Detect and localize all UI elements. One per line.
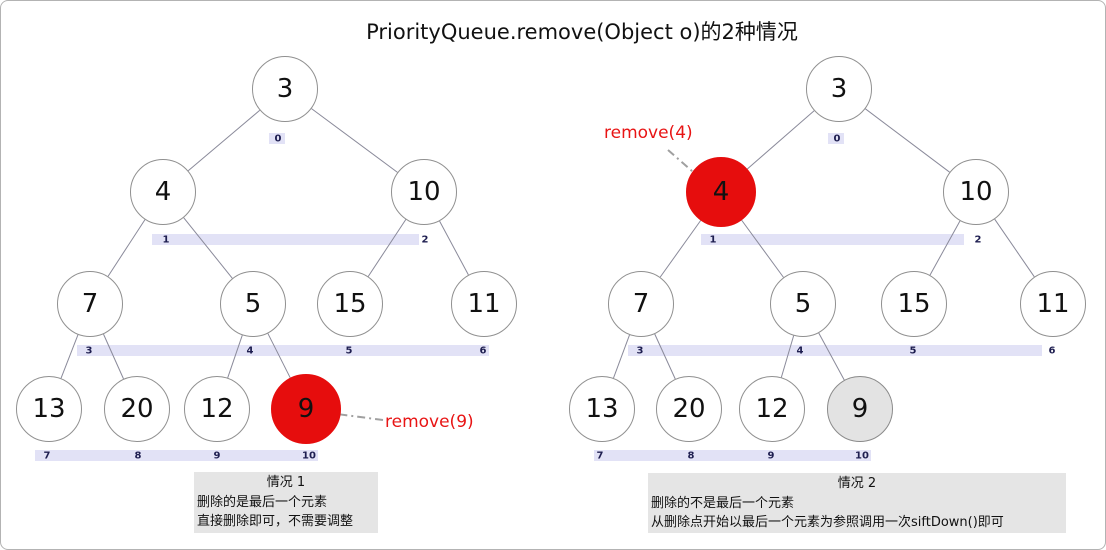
case-1-tree-edge-1-4 xyxy=(183,217,233,279)
case-2-tree-edge-2-6 xyxy=(994,218,1035,278)
case-2-tree-index-band xyxy=(594,450,871,461)
case-1-tree-index-label-1: 1 xyxy=(162,234,170,245)
case-2-tree-node-12: 12 xyxy=(739,376,805,442)
case-2-tree-index-label-6: 6 xyxy=(1048,345,1056,356)
case-2-tree-node-3: 3 xyxy=(806,56,872,122)
case-2-tree-edge-4-9 xyxy=(780,335,795,378)
case-1-tree-edge-0-1 xyxy=(187,109,261,172)
case-1-tree-annotation-arrow-line xyxy=(336,413,384,421)
case-1-tree-node-7: 7 xyxy=(57,271,123,337)
case-1-tree-edge-3-8 xyxy=(103,333,124,380)
case-2-tree-edge-0-1 xyxy=(745,110,815,171)
case-2-tree-index-label-1: 1 xyxy=(709,234,717,245)
case-2-tree-index-label-5: 5 xyxy=(909,345,917,356)
case-2-tree-node-9: 9 xyxy=(827,376,893,442)
case-1-caption: 情况 1 删除的是最后一个元素 直接删除即可，不需要调整 xyxy=(194,472,378,533)
case-2-tree-index-label-7: 7 xyxy=(596,450,604,461)
case-1-tree-node-15: 15 xyxy=(317,271,383,337)
case-2-tree-edge-0-2 xyxy=(865,108,950,173)
case-1-tree-edge-3-7 xyxy=(60,334,79,379)
case-1-tree-node-13: 13 xyxy=(16,376,82,442)
case-2-tree-node-10: 10 xyxy=(943,159,1009,225)
case-2-tree-node-7: 7 xyxy=(608,271,674,337)
case-2-tree-node-5: 5 xyxy=(770,271,836,337)
case-1-tree-node-11: 11 xyxy=(451,271,517,337)
case-2-tree-edge-2-5 xyxy=(929,220,961,276)
case-1-tree-node-5: 5 xyxy=(220,271,286,337)
case-2-tree-index-label-2: 2 xyxy=(974,234,982,245)
case-1-tree-index-label-2: 2 xyxy=(421,234,429,245)
case-2-tree-edge-1-3 xyxy=(659,218,703,278)
case-1-tree-edge-2-5 xyxy=(367,219,407,277)
case-2-tree-edge-3-8 xyxy=(654,333,676,380)
case-2-line2: 从删除点开始以最后一个元素为参照调用一次siftDown()即可 xyxy=(651,515,1004,530)
case-1-tree-index-label-4: 4 xyxy=(246,345,254,356)
case-2-tree-annotation-arrow-line xyxy=(667,149,701,179)
case-1-line2: 直接删除即可，不需要调整 xyxy=(197,514,354,529)
case-2-tree-node-15: 15 xyxy=(881,271,947,337)
case-2-tree-index-label-8: 8 xyxy=(687,450,695,461)
case-1-tree-index-label-5: 5 xyxy=(345,345,353,356)
case-1-tree-node-20: 20 xyxy=(104,376,170,442)
case-1-tree-node-3: 3 xyxy=(252,56,318,122)
case-2-tree-index-label-3: 3 xyxy=(636,345,644,356)
case-2-tree-edge-1-4 xyxy=(740,218,784,278)
case-1-tree-node-12: 12 xyxy=(184,376,250,442)
case-2-tree-index-label-9: 9 xyxy=(767,450,775,461)
case-1-tree-edge-1-3 xyxy=(107,219,146,277)
remove-4-annotation: remove(4) xyxy=(604,123,693,143)
case-2-tree-node-13: 13 xyxy=(569,376,635,442)
case-1-tree-index-label-7: 7 xyxy=(43,450,51,461)
case-2-tree-index-label-4: 4 xyxy=(796,345,804,356)
case-2-tree-edge-3-7 xyxy=(613,334,630,379)
case-1-tree-index-label-6: 6 xyxy=(479,345,487,356)
remove-9-annotation: remove(9) xyxy=(385,412,474,432)
case-1-tree-index-label-0: 0 xyxy=(274,133,282,144)
case-1-line1: 删除的是最后一个元素 xyxy=(197,494,328,510)
case-2-tree-node-20: 20 xyxy=(656,376,722,442)
case-1-tree-index-band xyxy=(152,234,419,245)
case-1-tree-index-band xyxy=(77,345,489,356)
case-2-tree-index-label-10: 10 xyxy=(855,450,869,461)
case-1-tree-node-9: 9 xyxy=(271,374,341,444)
case-2-tree-node-4: 4 xyxy=(686,157,756,227)
case-1-tree-index-band xyxy=(269,133,285,144)
case-2-line1: 删除的不是最后一个元素 xyxy=(651,495,795,511)
case-1-tree-edge-2-6 xyxy=(439,220,469,276)
case-2-tree-index-label-0: 0 xyxy=(833,133,841,144)
case-1-tree-index-label-8: 8 xyxy=(134,450,142,461)
case-1-tree-index-label-9: 9 xyxy=(213,450,221,461)
case-1-tree-edge-4-10 xyxy=(267,333,292,380)
case-1-heading: 情况 1 xyxy=(266,475,306,490)
case-1-tree-node-10: 10 xyxy=(391,159,457,225)
case-1-tree-index-band xyxy=(35,450,318,461)
case-2-tree-index-band xyxy=(628,345,1042,356)
case-1-tree-node-4: 4 xyxy=(130,159,196,225)
case-1-tree-index-label-10: 10 xyxy=(302,450,316,461)
case-2-heading: 情况 2 xyxy=(837,476,877,491)
case-2-tree-index-band xyxy=(828,133,844,144)
case-1-tree-edge-0-2 xyxy=(311,108,398,173)
case-2-caption: 情况 2 删除的不是最后一个元素 从删除点开始以最后一个元素为参照调用一次sif… xyxy=(648,473,1066,533)
case-1-tree-index-label-3: 3 xyxy=(85,345,93,356)
case-2-tree-index-band xyxy=(701,234,964,245)
case-1-tree-edge-4-9 xyxy=(227,335,243,378)
case-2-tree-node-11: 11 xyxy=(1020,271,1086,337)
case-2-tree-edge-4-10 xyxy=(818,332,845,381)
page-title: PriorityQueue.remove(Object o)的2种情况 xyxy=(366,20,798,44)
